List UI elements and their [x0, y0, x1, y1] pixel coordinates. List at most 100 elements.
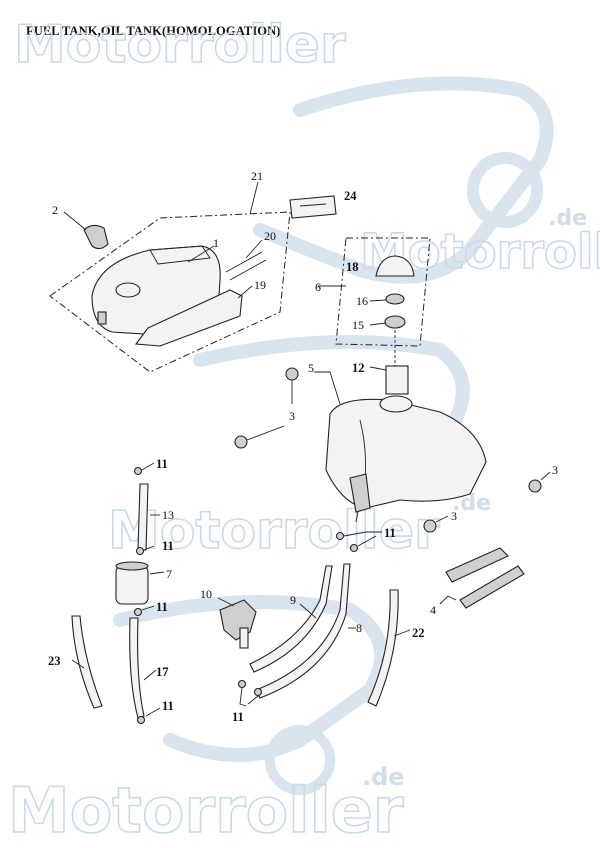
clip-e [335, 531, 345, 541]
bolt-a [285, 367, 299, 381]
watermark-text-lower: Motorroller [108, 501, 440, 561]
watermark-text-top: Motorroller [14, 15, 346, 75]
callout-4: 4 [430, 603, 436, 617]
watermark-scooter-wheel-2 [265, 725, 335, 795]
callout-11-a: 11 [156, 457, 168, 471]
leader-5 [314, 371, 341, 405]
leader-3d [435, 515, 449, 523]
clip-d [136, 715, 146, 725]
fuel-tank-nipple [355, 511, 359, 523]
hose-8 [255, 563, 351, 699]
leader-23 [71, 659, 85, 669]
label-plate [289, 195, 337, 219]
watermark-suffix-mid: .de [548, 206, 587, 231]
hose-23 [71, 615, 103, 709]
bolt-c [528, 479, 542, 493]
leader-12 [369, 366, 387, 371]
clip-a [133, 466, 143, 476]
fuel-tank-group [314, 371, 487, 523]
leader-4 [439, 595, 457, 605]
callout-8: 8 [356, 621, 362, 635]
callout-13: 13 [162, 508, 174, 522]
leader-20 [245, 239, 263, 259]
leader-11a [141, 462, 155, 471]
fuel-petcock-stem [239, 627, 249, 649]
callout-labels: 21 24 2 1 20 19 18 6 16 15 5 12 3 3 3 11… [48, 169, 558, 724]
clip-b [135, 546, 145, 556]
leader-11b [143, 545, 155, 551]
callout-10: 10 [200, 587, 212, 601]
leader-11f-b [247, 695, 259, 705]
callout-5: 5 [308, 361, 314, 375]
watermark-scooter-wheel [467, 152, 543, 228]
leader-7 [149, 571, 165, 575]
callout-3-a: 3 [289, 409, 295, 423]
warning-label-plate [289, 195, 337, 219]
callout-16: 16 [356, 294, 368, 308]
leader-3b [246, 425, 285, 441]
fuel-cap [375, 255, 415, 277]
fuel-tank-filler [379, 395, 413, 413]
label-plate-text-line [299, 203, 327, 207]
bolt-b [234, 435, 248, 449]
callout-11-c: 11 [384, 526, 396, 540]
callout-21: 21 [251, 169, 263, 183]
callout-9: 9 [290, 593, 296, 607]
callout-23: 23 [48, 654, 61, 668]
watermark-suffix-bottom: .de [362, 763, 405, 791]
leader-16 [369, 299, 387, 302]
oil-tank-outlet [97, 311, 107, 325]
leader-10 [217, 597, 235, 607]
watermark-text-bottom: Motorroller [8, 774, 404, 847]
leader-11d [145, 707, 161, 717]
bolt-d [423, 519, 437, 533]
hose-17 [129, 617, 145, 719]
trim-strip-group [439, 547, 525, 609]
fuel-tank-outlet [349, 473, 371, 513]
oil-tank-bracket [134, 289, 243, 347]
leader-22 [393, 629, 411, 637]
fuel-cap-seal [384, 315, 406, 329]
hose-9 [249, 565, 333, 673]
fuel-filter-top [115, 561, 149, 571]
trim-strip-a [445, 547, 509, 583]
callout-2: 2 [52, 203, 58, 217]
strap-b [229, 259, 267, 281]
leader-11c [141, 605, 155, 611]
callout-19: 19 [254, 278, 266, 292]
callout-12: 12 [352, 361, 365, 375]
watermark-scooter-shape [253, 76, 554, 284]
leader-17 [143, 669, 157, 681]
leader-15 [369, 322, 387, 326]
bolt-group [234, 367, 551, 533]
hose-13 [137, 483, 149, 551]
fuel-cap-assembly-outline [335, 237, 431, 347]
callout-24: 24 [344, 189, 357, 203]
clip-h [253, 687, 263, 697]
leader-2 [63, 211, 87, 231]
callout-1: 1 [213, 236, 219, 250]
diagram-title: FUEL TANK,OIL TANK(HOMOLOGATION) [26, 24, 281, 38]
fuel-petcock-group [217, 597, 263, 707]
hose-22 [367, 589, 399, 707]
callout-11-f: 11 [232, 710, 244, 724]
oil-tank-assembly-outline [49, 211, 291, 373]
leader-11e [343, 531, 382, 537]
leader-19 [237, 285, 253, 299]
clip-c [133, 607, 143, 617]
leader-11f [239, 687, 247, 707]
watermark-scooter-shape-2 [193, 335, 470, 487]
callout-11-d: 11 [156, 600, 168, 614]
fuel-cap-group [318, 237, 431, 366]
callout-18: 18 [346, 260, 359, 274]
callout-17: 17 [156, 665, 169, 679]
strap-a [225, 251, 263, 273]
callout-15: 15 [352, 318, 364, 332]
oil-tank-filler-neck [115, 282, 141, 298]
leader-11e-b [357, 535, 377, 547]
oil-tank-top-edge [149, 245, 211, 265]
trim-strip-b [459, 565, 525, 609]
callout-3-c: 3 [451, 509, 457, 523]
oil-tank-group [49, 181, 291, 373]
callout-11-b: 11 [162, 539, 174, 553]
